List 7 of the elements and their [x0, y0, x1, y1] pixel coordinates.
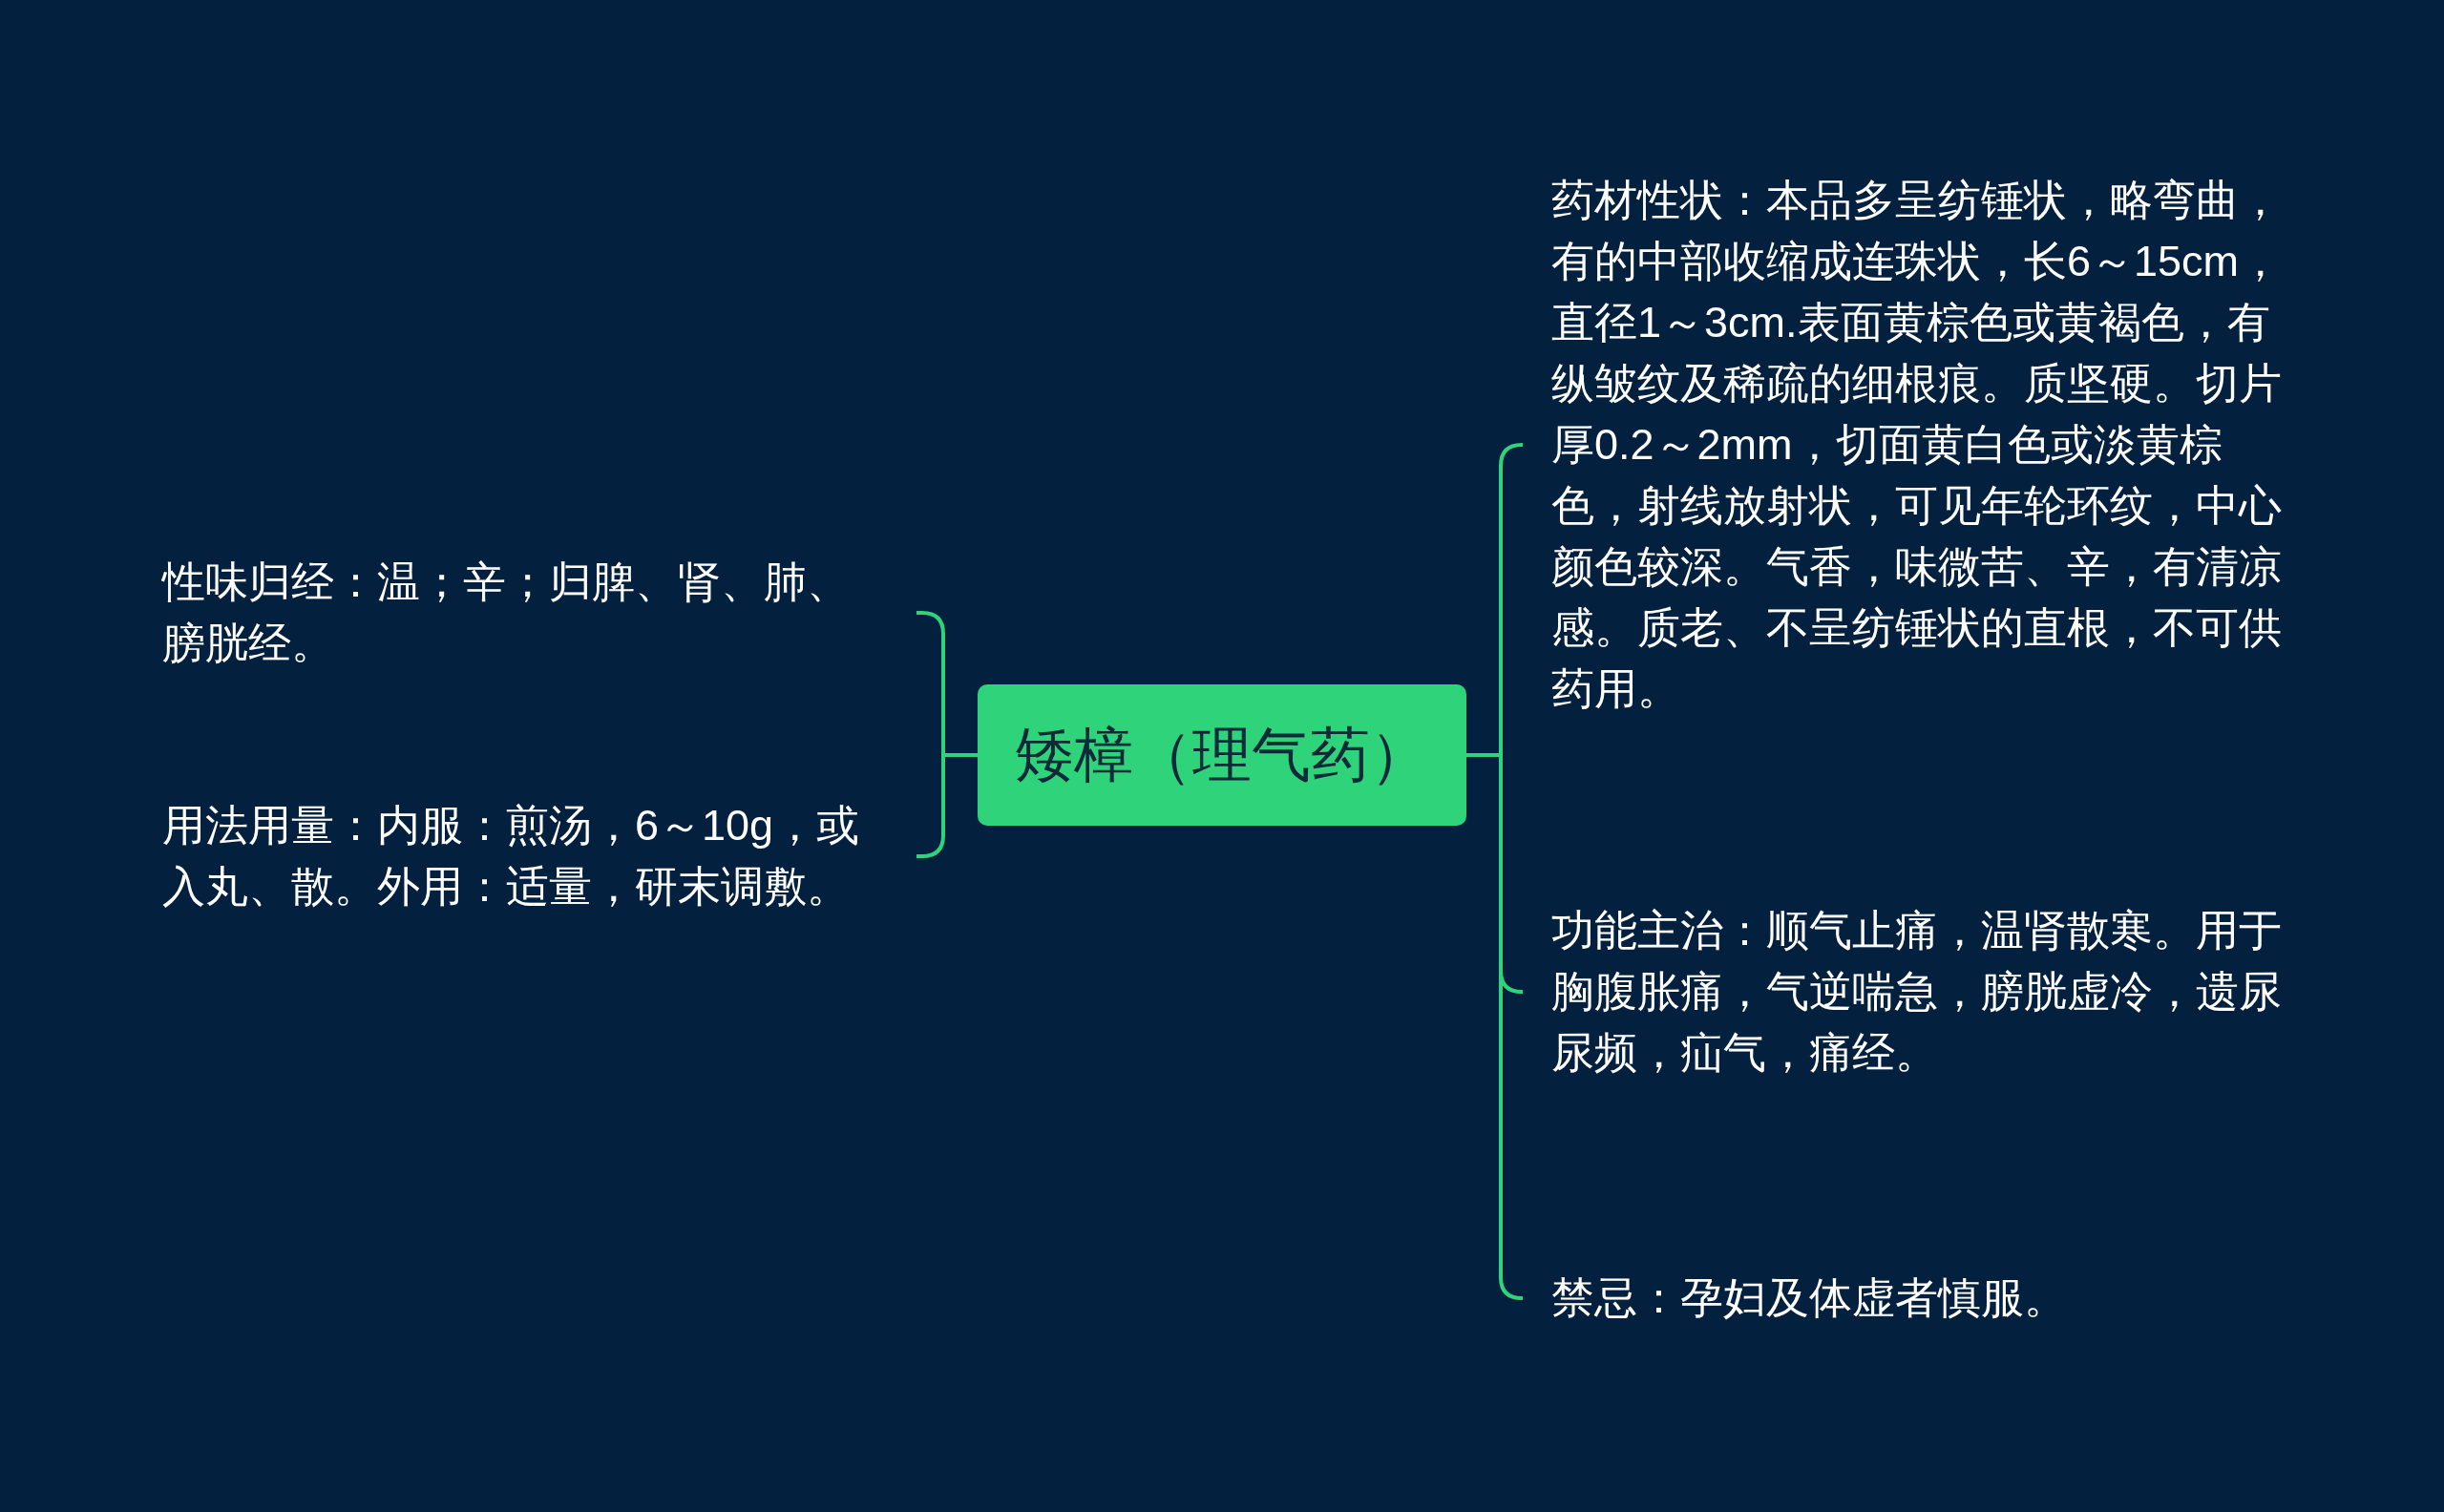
- branch-text: 功能主治：顺气止痛，温肾散寒。用于胸腹胀痛，气逆喘急，膀胱虚冷，遗尿尿频，疝气，痛经。: [1551, 905, 2283, 1079]
- branch-text: 禁忌：孕妇及体虚者慎服。: [1551, 1272, 2068, 1324]
- branch-text: 药材性状：本品多呈纺锤状，略弯曲，有的中部收缩成连珠状，长6～15cm，直径1～3cm.表面黄棕色或黄褐色，有纵皱纹及稀疏的细根痕。质坚硬。切片厚0.2～2mm，切面黄白色或淡黄棕色，射线放射状，可见年轮环纹，中心颜色较深。气香，味微苦、辛，有清凉感。质老、不呈纺锤状的直根，不可供药用。: [1551, 175, 2284, 715]
- topic-title: 矮樟（理气药）: [1015, 721, 1429, 789]
- branch-text: 用法用量：内服：煎汤，6～10g，或入丸、散。外用：适量，研末调敷。: [162, 800, 861, 913]
- branch-text: 性味归经：温；辛；归脾、肾、肺、膀胱经。: [162, 556, 851, 669]
- topic-box: [978, 684, 1466, 826]
